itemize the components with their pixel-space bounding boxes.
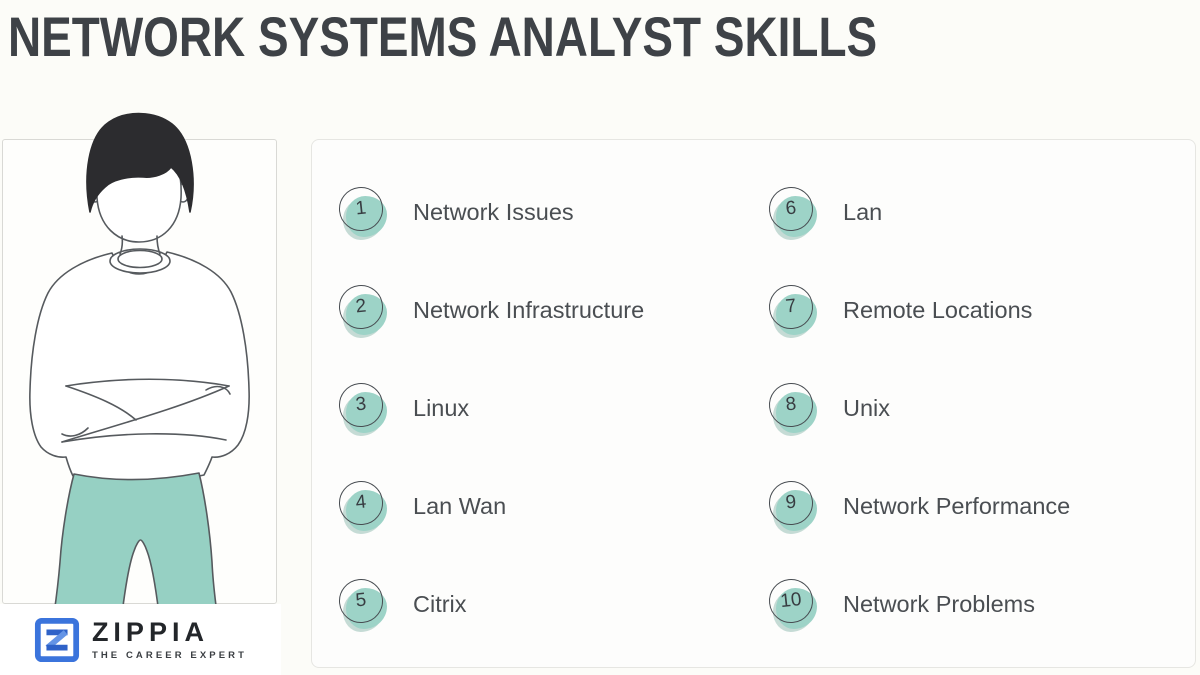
skill-label: Network Problems — [843, 590, 1035, 617]
skill-item: 7 Remote Locations — [766, 282, 1033, 335]
arm-line — [61, 433, 227, 443]
arm-line — [61, 385, 230, 443]
torso — [29, 251, 250, 483]
neck-line — [119, 235, 124, 255]
skill-label: Unix — [843, 394, 891, 421]
skill-item: 8 Unix — [766, 380, 891, 433]
cuff-left — [61, 427, 89, 437]
zippia-z-icon — [34, 617, 79, 662]
skill-number-badge: 8 — [766, 380, 819, 433]
teal-blob — [346, 392, 387, 433]
skill-number-badge: 7 — [766, 282, 819, 335]
teal-blob — [346, 196, 387, 237]
pants — [53, 472, 218, 615]
skill-label: Network Performance — [843, 492, 1071, 519]
person-illustration — [29, 112, 250, 615]
brand-name: ZIPPIA — [91, 617, 209, 648]
skill-label: Remote Locations — [843, 296, 1033, 323]
hand-right — [205, 385, 231, 395]
skill-label: Lan Wan — [413, 492, 507, 519]
skill-number-badge: 10 — [766, 576, 819, 629]
teal-blob — [346, 588, 387, 629]
skill-label: Network Infrastructure — [413, 296, 645, 323]
teal-blob — [776, 196, 817, 237]
skill-number-badge: 1 — [336, 184, 389, 237]
skill-number-badge: 6 — [766, 184, 819, 237]
skill-label: Linux — [413, 394, 470, 421]
skill-number-badge: 9 — [766, 478, 819, 531]
skill-item: 3 Linux — [336, 380, 470, 433]
skill-number-badge: 3 — [336, 380, 389, 433]
brand-tagline: THE CAREER EXPERT — [91, 649, 248, 661]
skill-label: Network Issues — [413, 198, 574, 225]
arm-line — [65, 378, 230, 387]
teal-blob — [776, 490, 817, 531]
page-title: NETWORK SYSTEMS ANALYST SKILLS — [8, 5, 878, 68]
skill-number-badge: 4 — [336, 478, 389, 531]
teal-blob — [346, 490, 387, 531]
skill-item: 1 Network Issues — [336, 184, 574, 237]
skill-item: 9 Network Performance — [766, 478, 1071, 531]
brand-block: ZIPPIA THE CAREER EXPERT — [91, 617, 248, 661]
teal-blob — [776, 294, 817, 335]
skill-item: 10 Network Problems — [766, 576, 1035, 629]
skill-item: 4 Lan Wan — [336, 478, 507, 531]
neck-line — [156, 235, 161, 255]
hair — [86, 112, 194, 213]
teal-blob — [346, 294, 387, 335]
skill-item: 2 Network Infrastructure — [336, 282, 645, 335]
teal-blob — [776, 588, 817, 629]
teal-blob — [776, 392, 817, 433]
skill-label: Lan — [843, 198, 883, 225]
skills-card: 1 Network Issues 2 Network Infrastructur… — [311, 139, 1196, 668]
arm-line — [65, 385, 137, 421]
skill-item: 5 Citrix — [336, 576, 467, 629]
skill-number-badge: 2 — [336, 282, 389, 335]
skill-item: 6 Lan — [766, 184, 883, 237]
skill-number-badge: 5 — [336, 576, 389, 629]
zippia-logo: ZIPPIA THE CAREER EXPERT — [0, 604, 281, 675]
collar-inner — [117, 249, 163, 269]
skill-label: Citrix — [413, 590, 467, 617]
